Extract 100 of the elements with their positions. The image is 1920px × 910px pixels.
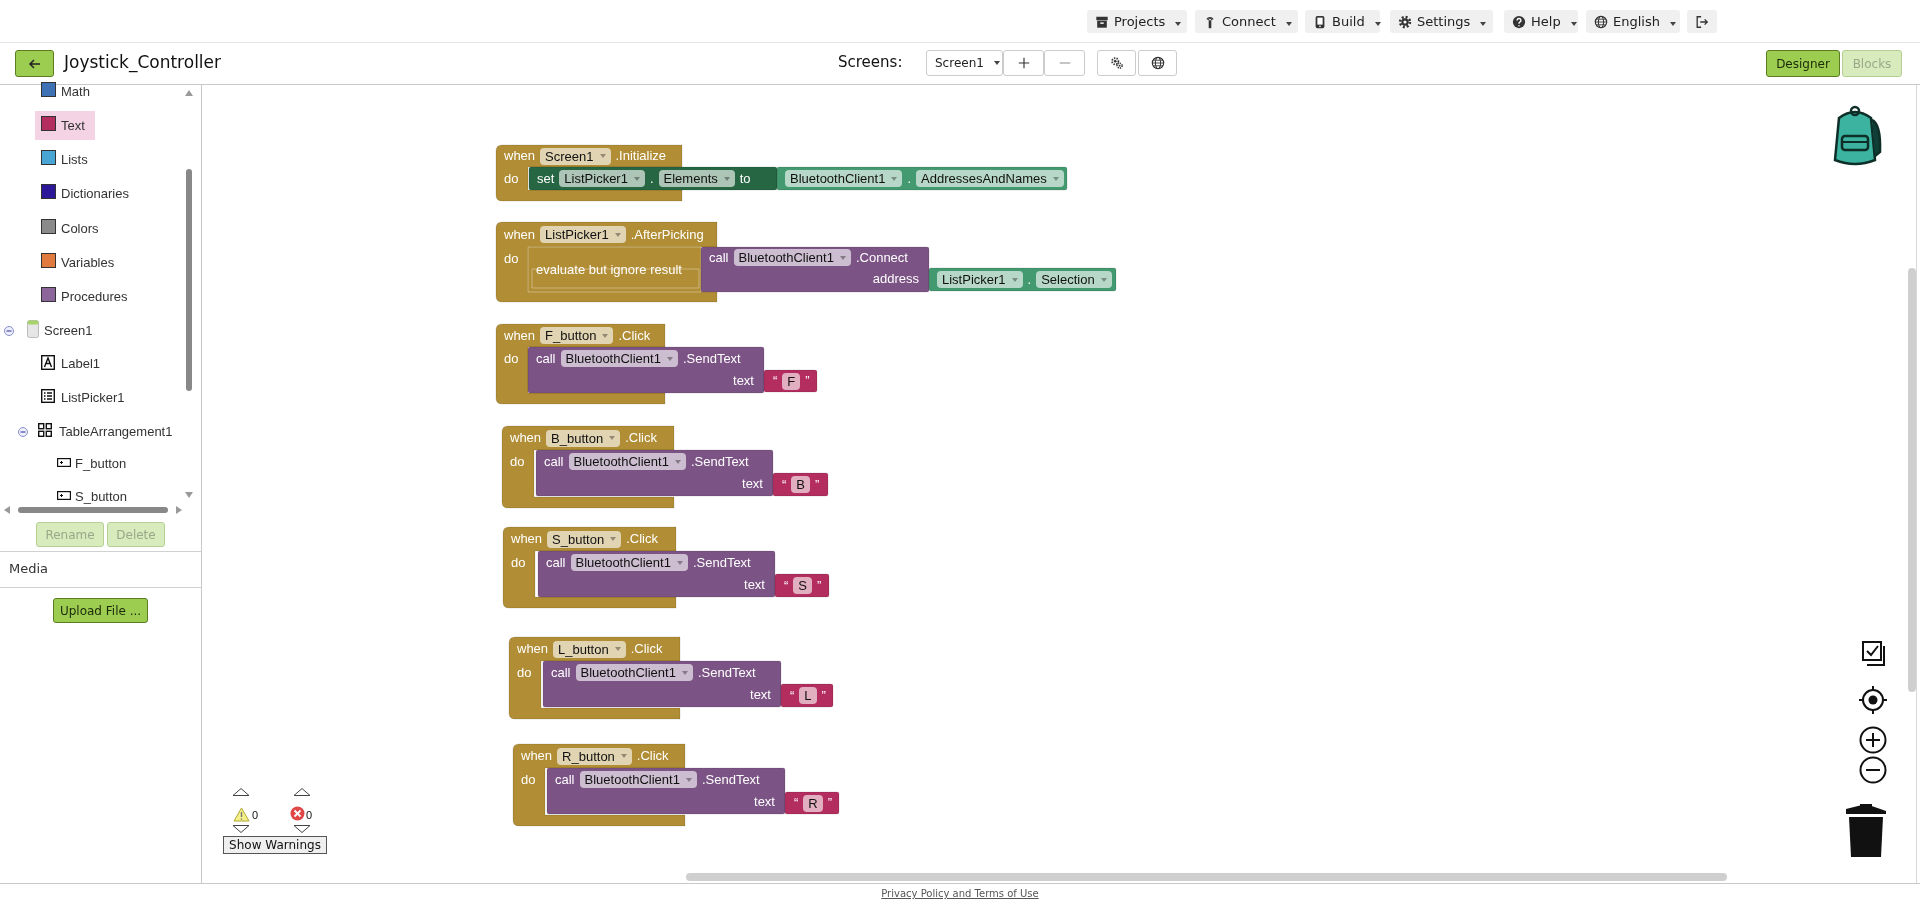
tree-item: Dictionaries <box>61 186 129 202</box>
dropdown-field: BluetoothClient1 <box>579 771 697 788</box>
method-call-block <box>536 450 773 496</box>
tree-item: Procedures <box>61 289 128 305</box>
block-label: .Click <box>636 748 669 764</box>
block-label: do <box>510 454 525 470</box>
block-label: ” <box>821 687 826 704</box>
event-block <box>513 744 685 826</box>
block-label: when <box>504 226 536 243</box>
block-label: ” <box>805 373 810 389</box>
tree-item: Math <box>61 84 90 100</box>
block-label: . <box>649 170 654 187</box>
dropdown-field: F_button <box>540 327 614 344</box>
tree-item: Label1 <box>61 356 101 372</box>
dropdown-field: ListPicker1 <box>937 271 1023 288</box>
footer-link: Privacy Policy and Terms of Use <box>880 888 1040 899</box>
block-label: text <box>742 476 763 492</box>
method-call-block <box>543 661 781 707</box>
text-string-block <box>781 684 833 707</box>
dropdown-field: BluetoothClient1 <box>570 554 688 571</box>
project-title: Joystick_Controller <box>64 51 222 75</box>
block-label: . <box>1027 271 1032 288</box>
getter-block <box>777 167 1067 190</box>
block-label: .AfterPicking <box>630 226 704 243</box>
method-call-block <box>538 551 775 597</box>
tree-item: F_button <box>75 456 127 472</box>
block-label: .Click <box>625 430 657 446</box>
setter-block <box>529 167 777 190</box>
dropdown-field: AddressesAndNames <box>916 170 1064 187</box>
menu-button: Projects <box>1087 10 1187 33</box>
dropdown-field: L_button <box>553 640 626 658</box>
block-label: ” <box>827 795 833 811</box>
dropdown-field: BluetoothClient1 <box>568 453 686 470</box>
block-label: ” <box>815 476 820 493</box>
button: Delete <box>107 522 165 547</box>
block-label: do <box>521 772 536 788</box>
block-label: do <box>504 251 519 267</box>
dropdown-field: ListPicker1 <box>559 170 645 187</box>
tree-item: Variables <box>61 255 115 271</box>
block-label: “ <box>784 577 789 594</box>
dropdown-field: Screen1 <box>540 147 611 165</box>
block-label: .Click <box>630 641 663 657</box>
menu-button: Build <box>1305 10 1380 33</box>
block-label: call <box>555 771 575 788</box>
tree-item: Lists <box>61 152 88 168</box>
string-value: B <box>791 476 810 493</box>
method-call-block <box>528 347 764 393</box>
block-label: “ <box>794 795 799 811</box>
block-label: .SendText <box>690 453 749 470</box>
dropdown-field: R_button <box>557 747 632 765</box>
warning-count: 0 <box>252 808 259 822</box>
tree-item: ListPicker1 <box>61 390 125 406</box>
method-call-block <box>701 247 929 292</box>
block-label: .SendText <box>692 554 751 571</box>
tree-item: TableArrangement1 <box>59 424 173 440</box>
block-label: ” <box>817 577 822 594</box>
block-label: “ <box>782 476 787 493</box>
tree-item: Text <box>61 118 85 134</box>
block-label: do <box>504 171 519 187</box>
block-label: do <box>517 665 532 681</box>
dropdown-field: S_button <box>547 530 622 548</box>
button: Blocks <box>1842 50 1902 77</box>
method-call-block <box>547 768 785 814</box>
block-label: when <box>510 430 542 446</box>
block-label: . <box>907 170 912 187</box>
block-label: text <box>754 794 775 810</box>
dropdown-field: BluetoothClient1 <box>575 664 693 681</box>
block-label: when <box>504 148 536 164</box>
block-label: “ <box>773 373 778 389</box>
text-string-block <box>773 473 828 496</box>
text-string-block <box>764 370 817 392</box>
block-label: .SendText <box>701 771 760 788</box>
button: Designer <box>1766 50 1840 77</box>
tree-item: S_button <box>75 489 128 505</box>
event-block <box>509 637 680 719</box>
block-label: set <box>537 170 555 187</box>
menu-button: Settings <box>1390 10 1493 33</box>
dropdown-field: ListPicker1 <box>540 226 626 243</box>
block-label: .SendText <box>697 664 756 681</box>
show-warnings-button: Show Warnings <box>223 836 327 854</box>
statement-block <box>528 247 701 292</box>
block-label: .Click <box>618 327 651 344</box>
block-label: call <box>551 664 571 681</box>
block-label: to <box>739 170 751 187</box>
section-heading: Media <box>9 560 49 578</box>
dropdown-field: Elements <box>658 170 735 187</box>
dropdown-field: BluetoothClient1 <box>733 249 851 266</box>
block-label: .Connect <box>855 249 908 266</box>
block-label: evaluate but ignore result <box>536 261 682 278</box>
block-label: do <box>511 555 526 571</box>
screens-label: Screens: <box>838 52 903 73</box>
getter-block <box>929 268 1116 291</box>
block-label: call <box>546 554 566 571</box>
block-label: text <box>750 687 771 703</box>
menu-button: Connect <box>1195 10 1298 33</box>
block-label: .SendText <box>682 350 741 367</box>
block-label: when <box>511 531 543 547</box>
block-label: call <box>709 249 729 266</box>
block-label: .Initialize <box>615 148 667 164</box>
dropdown-field: BluetoothClient1 <box>785 170 903 187</box>
